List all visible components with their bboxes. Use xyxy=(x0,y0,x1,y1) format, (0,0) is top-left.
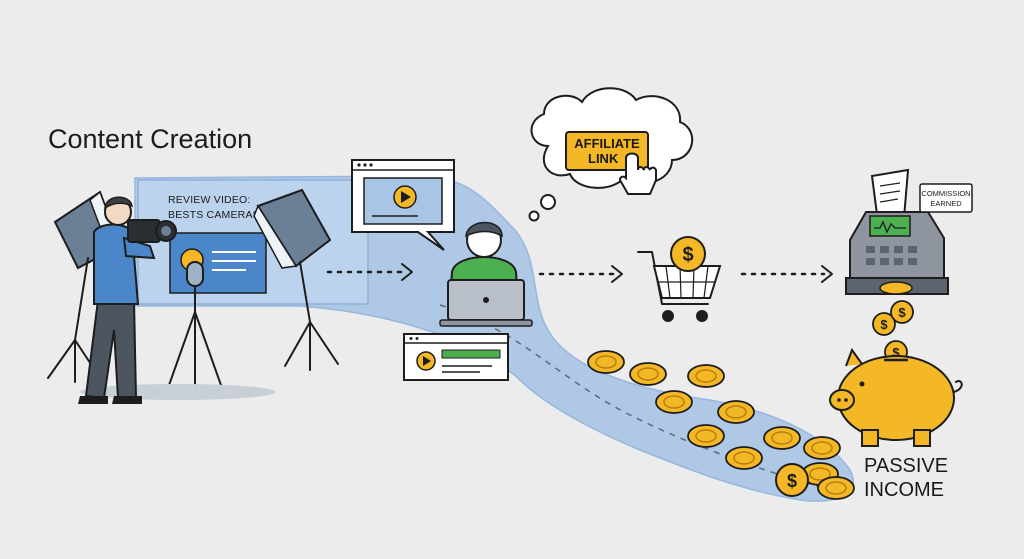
register-keypad xyxy=(866,246,917,265)
coin-symbol: $ xyxy=(898,305,906,320)
coin-icon xyxy=(687,424,725,448)
arrow-icon xyxy=(538,265,623,283)
coin-icon: $ xyxy=(775,463,809,497)
video-card-title-line1: REVIEW VIDEO: xyxy=(168,194,251,206)
shopping-cart-icon: $ xyxy=(637,236,722,322)
coin-icon xyxy=(725,446,763,470)
coin-icon xyxy=(587,350,625,374)
coin-icon xyxy=(655,390,693,414)
falling-coins: $ $ $ xyxy=(872,300,914,364)
affiliate-link-line2: LINK xyxy=(588,151,619,166)
affiliate-link-line1: AFFILIATE xyxy=(574,136,640,151)
coin-icon xyxy=(717,400,755,424)
microphone-icon xyxy=(167,261,223,393)
coin-icon xyxy=(687,364,725,388)
video-player-icon xyxy=(351,159,455,251)
coin-icon: $ xyxy=(872,312,896,336)
cursor-hand-icon xyxy=(618,152,657,195)
viewer-laptop-icon xyxy=(439,221,533,327)
passive-income-line2: INCOME xyxy=(864,479,944,501)
cash-register-icon: COMMISSION EARNED xyxy=(845,168,973,295)
coin-symbol: $ xyxy=(682,244,693,266)
coin-icon xyxy=(763,426,801,450)
review-video-card: REVIEW VIDEO: BESTS CAMERAS xyxy=(137,179,369,305)
coin-icon xyxy=(629,362,667,386)
coin-icon: $ xyxy=(890,300,914,324)
commission-label: COMMISSION EARNED xyxy=(919,183,973,213)
video-card-title-line2: BESTS CAMERAS xyxy=(168,209,260,221)
videographer-icon xyxy=(78,196,177,404)
commission-line2: EARNED xyxy=(930,199,962,208)
arrow-icon xyxy=(326,263,413,281)
coin-symbol: $ xyxy=(892,345,900,360)
piggy-bank-icon xyxy=(829,347,963,447)
stream-coins: $ xyxy=(587,350,855,500)
floor-shadow xyxy=(80,384,276,400)
coin-symbol: $ xyxy=(880,317,888,332)
softbox-light-icon xyxy=(253,188,339,371)
commission-line1: COMMISSION xyxy=(921,189,970,198)
video-player-icon xyxy=(403,333,509,381)
coin-symbol: $ xyxy=(787,471,797,491)
coin-icon xyxy=(817,476,855,500)
coin-icon xyxy=(803,436,841,460)
thought-cloud-icon: AFFILIATE LINK xyxy=(528,87,694,222)
coin-icon: $ xyxy=(670,236,706,272)
arrow-icon xyxy=(740,265,833,283)
diagram-title: Content Creation xyxy=(48,124,252,154)
passive-income-line1: PASSIVE xyxy=(864,455,948,477)
